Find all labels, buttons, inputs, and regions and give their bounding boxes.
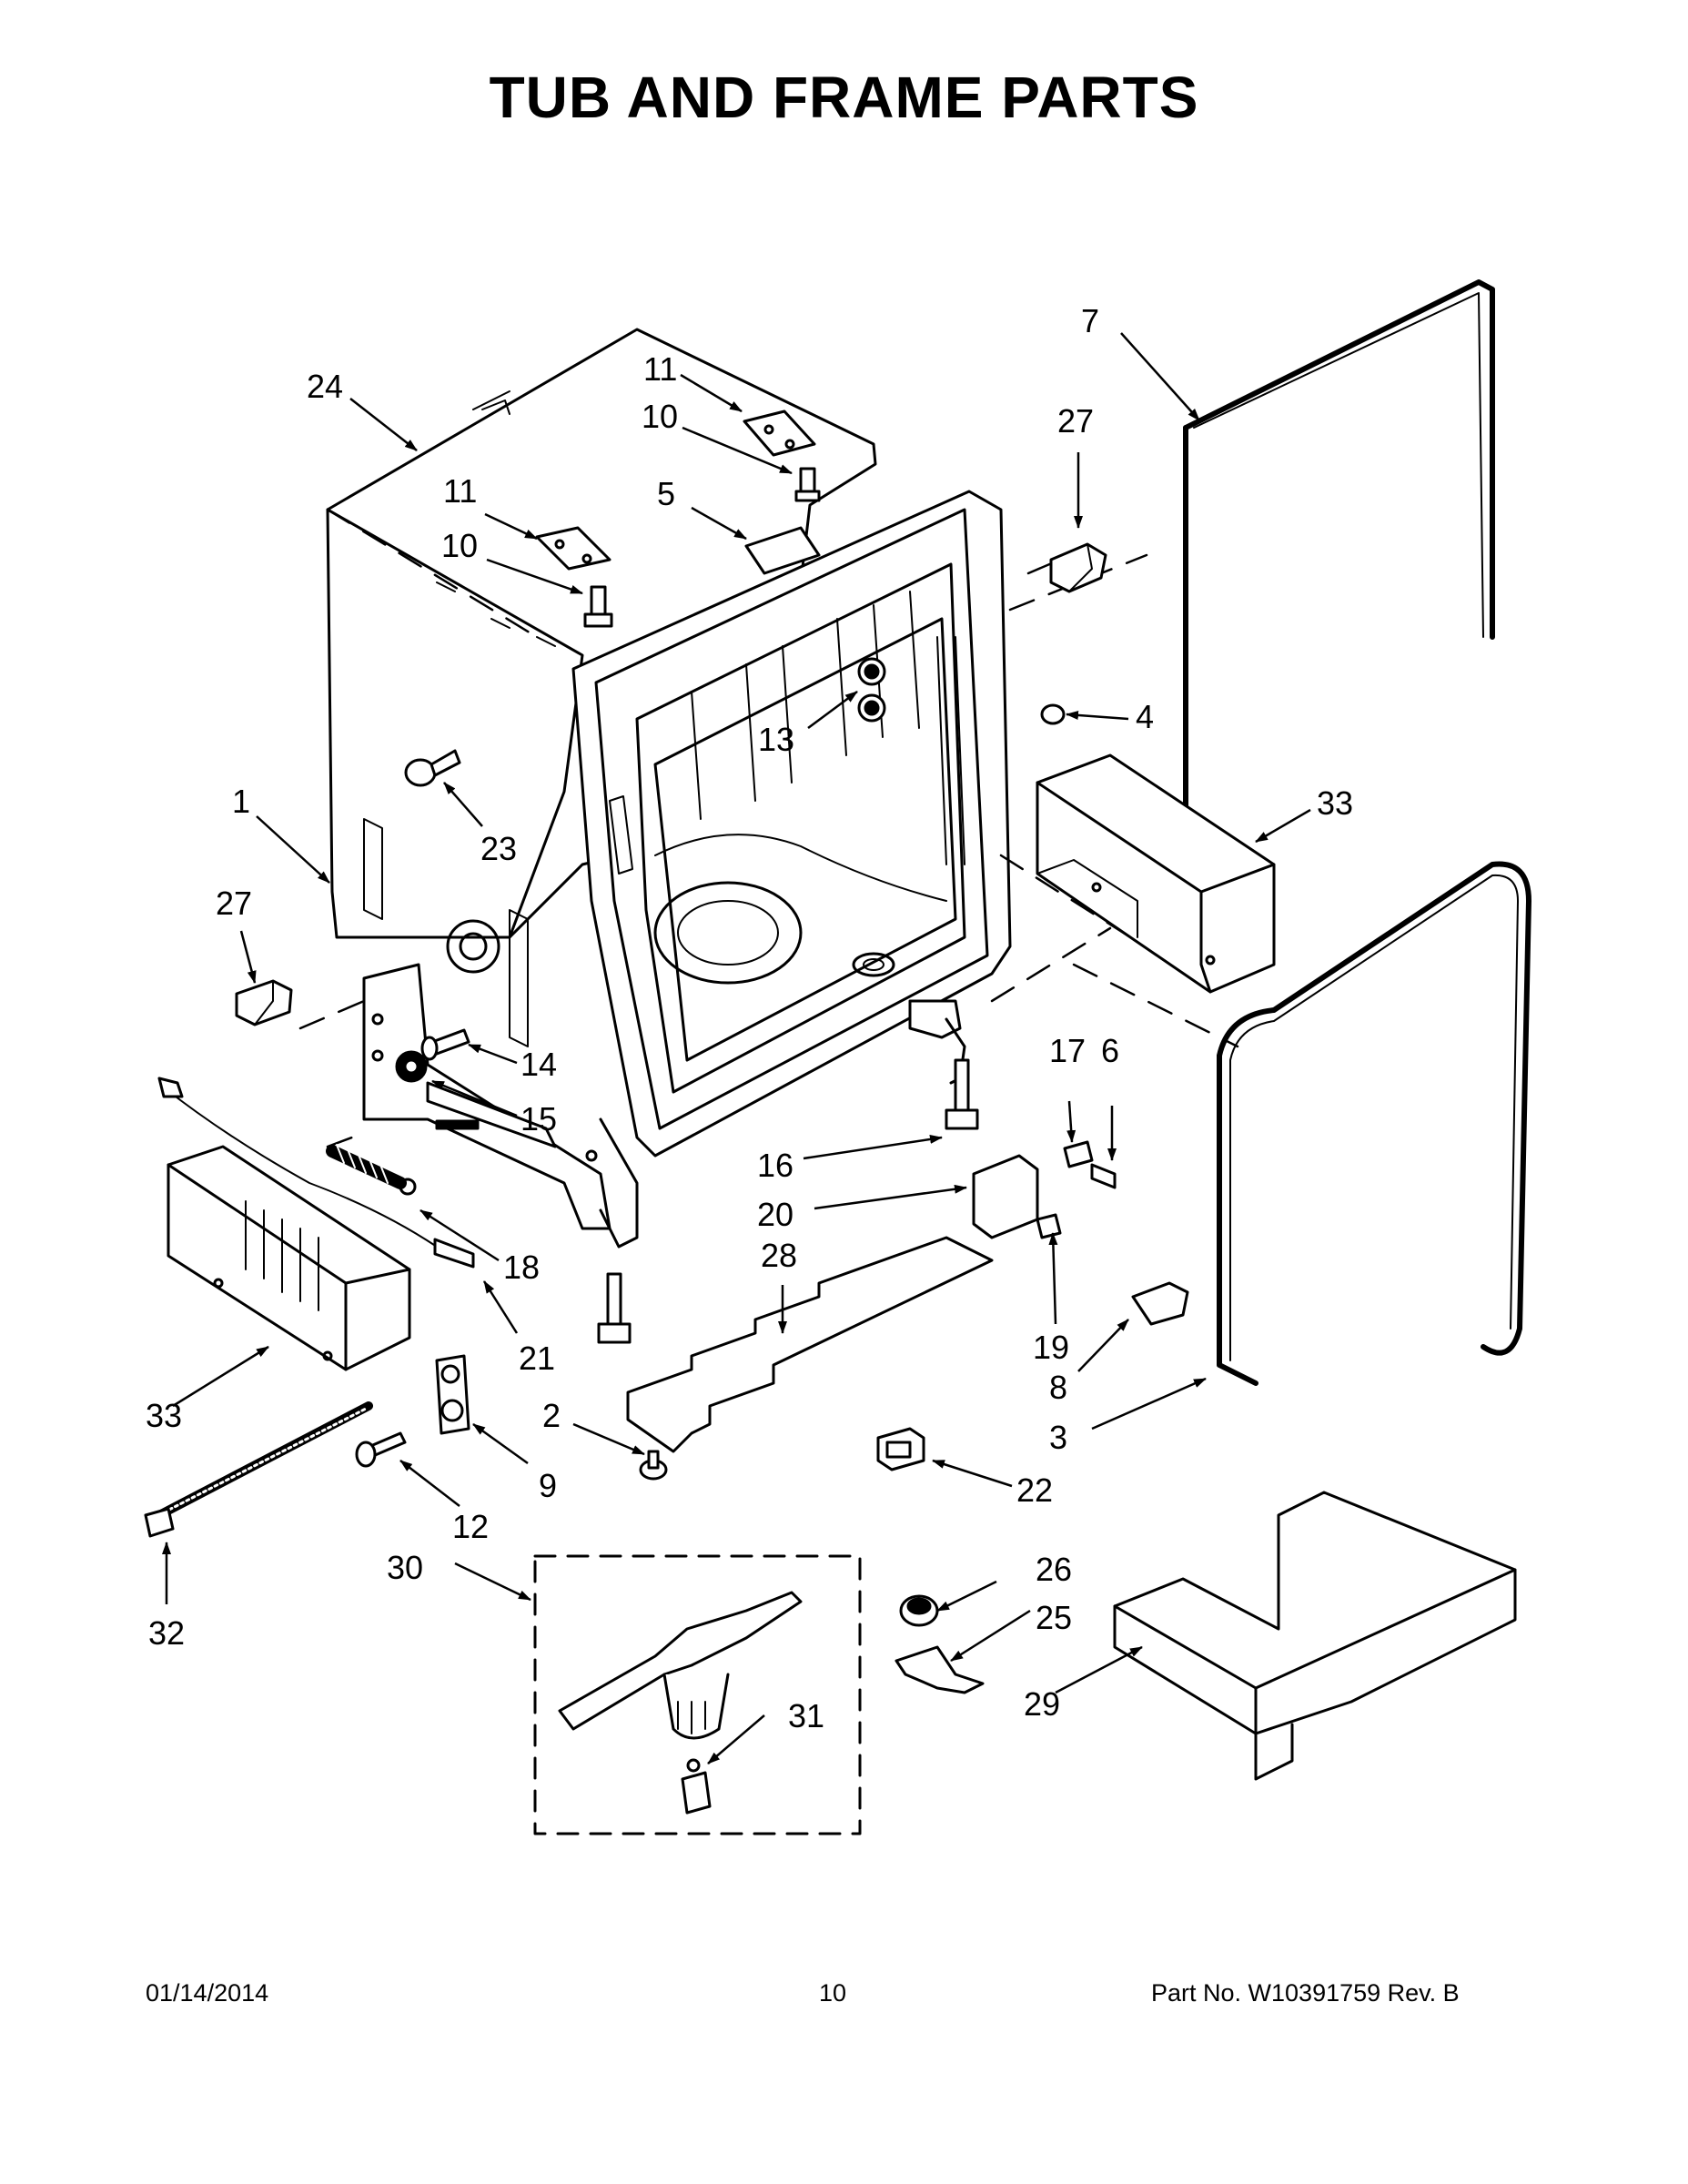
leader-arrows <box>162 332 1311 1764</box>
callout-3: 3 <box>1049 1419 1067 1456</box>
part-20-bracket <box>972 1154 1039 1239</box>
part-7-door-gasket <box>1183 279 1495 876</box>
part-26-thermostat <box>899 1594 939 1627</box>
part-16-leveling-leg-left <box>597 1272 632 1344</box>
callout-27-lower: 27 <box>216 885 252 922</box>
footer-page-number: 10 <box>819 1979 847 2007</box>
part-4-plug <box>1040 703 1066 725</box>
part-6-screw <box>1090 1163 1117 1189</box>
part-11-top-bracket <box>743 410 816 457</box>
part-30-assembly-box <box>533 1554 862 1835</box>
callout-33-left: 33 <box>146 1397 182 1434</box>
part-9-valve <box>435 1354 470 1435</box>
callout-14: 14 <box>521 1046 557 1083</box>
callout-26: 26 <box>1036 1551 1072 1588</box>
part-31-sensor <box>681 1758 712 1815</box>
callout-28: 28 <box>761 1237 797 1274</box>
callout-32: 32 <box>148 1614 185 1652</box>
callout-19: 19 <box>1033 1329 1069 1366</box>
part-33-left-insulation <box>167 1145 411 1371</box>
part-14-screw <box>420 1028 470 1061</box>
callout-11-mid: 11 <box>443 472 477 510</box>
part-16-leveling-leg <box>945 1058 979 1130</box>
callout-12: 12 <box>452 1508 489 1545</box>
callout-31: 31 <box>788 1697 824 1734</box>
part-10-top-screw <box>794 467 821 502</box>
part-10-mid-screw <box>583 585 613 628</box>
hinge-plate-left <box>426 1081 557 1148</box>
part-2-foot <box>639 1450 668 1481</box>
part-23-anchor <box>404 749 461 787</box>
callout-6: 6 <box>1101 1032 1119 1069</box>
callout-15: 15 <box>521 1100 557 1138</box>
callout-25: 25 <box>1036 1599 1072 1636</box>
callout-7: 7 <box>1081 302 1099 339</box>
part-15-wheel <box>395 1050 428 1083</box>
part-32-cable-tie <box>144 1401 373 1538</box>
callout-33-right: 33 <box>1317 784 1353 822</box>
callout-9: 9 <box>539 1467 557 1504</box>
part-11-mid-bracket <box>535 526 612 571</box>
part-21-wire-harness <box>157 1077 475 1269</box>
part-12-screw <box>355 1431 407 1468</box>
callout-17: 17 <box>1049 1032 1086 1069</box>
callout-10-mid: 10 <box>441 527 478 564</box>
part-28-plate <box>626 1236 994 1453</box>
callout-13: 13 <box>758 721 794 758</box>
part-29-base <box>1113 1491 1517 1781</box>
part-3-bottom-gasket <box>1217 861 1531 1386</box>
page-title: TUB AND FRAME PARTS <box>489 65 1199 130</box>
callout-5: 5 <box>657 475 675 512</box>
part-8-clip <box>1131 1281 1189 1326</box>
callout-29: 29 <box>1024 1685 1060 1723</box>
footer-part-number: Part No. W10391759 Rev. B <box>1151 1979 1460 2007</box>
part-5-bracket <box>744 526 821 575</box>
callout-18: 18 <box>503 1249 540 1286</box>
callout-22: 22 <box>1016 1471 1053 1509</box>
callout-11-top: 11 <box>643 350 677 388</box>
callout-8: 8 <box>1049 1369 1067 1406</box>
tub-outer-shell <box>326 328 877 1047</box>
part-13-vent <box>857 657 886 723</box>
callout-27-top: 27 <box>1057 402 1094 440</box>
callout-20: 20 <box>757 1196 793 1233</box>
callout-labels: 24 11 10 5 11 10 7 27 4 13 33 1 23 27 14… <box>146 302 1353 1734</box>
callout-10-top: 10 <box>642 398 678 435</box>
part-17-washer <box>1063 1140 1094 1168</box>
part-22-switch <box>876 1427 925 1471</box>
part-19-screw <box>1036 1213 1062 1239</box>
part-27-lower-clip <box>235 979 293 1026</box>
callout-23: 23 <box>480 830 517 867</box>
part-25-bracket <box>895 1645 985 1694</box>
part-27-top-clip <box>1049 542 1107 593</box>
part-33-right-insulation <box>1036 753 1276 994</box>
footer-date: 01/14/2014 <box>146 1979 269 2007</box>
callout-2: 2 <box>542 1397 561 1434</box>
callout-30: 30 <box>387 1549 423 1586</box>
callout-1: 1 <box>232 783 250 820</box>
callout-21: 21 <box>519 1340 555 1377</box>
callout-4: 4 <box>1136 698 1154 735</box>
callout-16: 16 <box>757 1147 793 1184</box>
callout-24: 24 <box>307 368 343 405</box>
part-18-spring <box>326 1144 417 1196</box>
